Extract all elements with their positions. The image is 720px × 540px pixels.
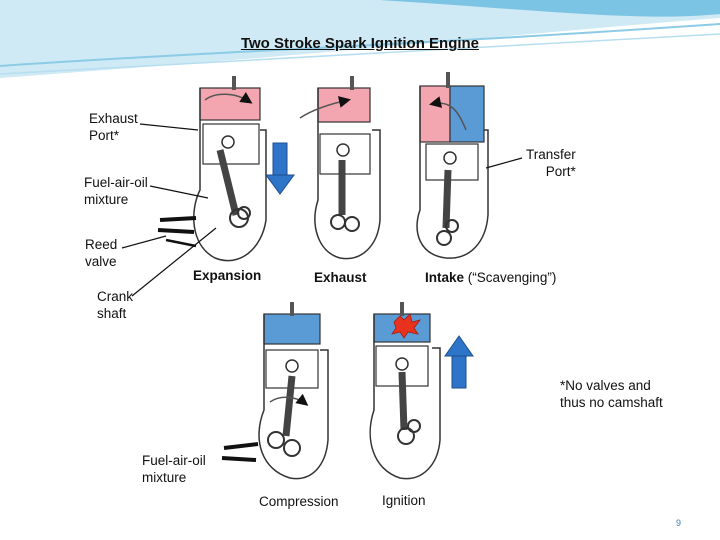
engine-compression xyxy=(259,302,328,479)
down-arrow-shaft xyxy=(273,143,287,177)
label-reed-valve-line2: valve xyxy=(85,253,117,270)
stage-ignition-label: Ignition xyxy=(382,493,426,508)
down-arrow-head xyxy=(266,175,294,194)
label-transfer-port-line2: Port* xyxy=(526,163,576,180)
label-fuel-top-line1: Fuel-air-oil xyxy=(84,174,148,191)
engine-expansion xyxy=(194,76,266,261)
label-exhaust-port: Exhaust Port* xyxy=(89,110,138,144)
stage-expansion-label: Expansion xyxy=(193,268,261,283)
label-crank-shaft-line1: Crank xyxy=(97,288,133,305)
stage-exhaust: Exhaust xyxy=(314,270,367,285)
stage-ignition: Ignition xyxy=(382,493,426,508)
intake-arrows-bottom xyxy=(222,444,258,460)
stage-intake: Intake (“Scavenging”) xyxy=(425,270,556,285)
stage-expansion: Expansion xyxy=(193,268,261,283)
leader-transfer-port xyxy=(486,158,522,168)
label-crank-shaft-line2: shaft xyxy=(97,305,133,322)
label-crank-shaft: Crank shaft xyxy=(97,288,133,322)
label-reed-valve-line1: Reed xyxy=(85,236,117,253)
footnote-line1: *No valves and xyxy=(560,377,663,394)
leader-reed-valve xyxy=(122,236,166,248)
up-arrow-shaft xyxy=(452,354,466,388)
stage-compression: Compression xyxy=(259,494,339,509)
leader-crank-shaft xyxy=(132,228,216,296)
label-transfer-port: Transfer Port* xyxy=(526,146,576,180)
stage-compression-label: Compression xyxy=(259,494,339,509)
leader-exhaust-port xyxy=(140,124,198,130)
footnote-line2: thus no camshaft xyxy=(560,394,663,411)
footnote: *No valves and thus no camshaft xyxy=(560,377,663,411)
stage-exhaust-label: Exhaust xyxy=(314,270,367,285)
label-exhaust-port-line2: Port* xyxy=(89,127,138,144)
label-fuel-bottom-line2: mixture xyxy=(142,469,206,486)
stage-intake-label: Intake xyxy=(425,270,464,285)
page-number: 9 xyxy=(676,518,681,528)
engine-exhaust xyxy=(300,76,380,259)
label-transfer-port-line1: Transfer xyxy=(526,146,576,163)
label-exhaust-port-line1: Exhaust xyxy=(89,110,138,127)
engine-intake xyxy=(417,72,488,258)
intake-arrows-top xyxy=(158,218,196,246)
engine-ignition xyxy=(370,302,440,479)
label-fuel-bottom-line1: Fuel-air-oil xyxy=(142,452,206,469)
label-fuel-mixture-top: Fuel-air-oil mixture xyxy=(84,174,148,208)
label-fuel-mixture-bottom: Fuel-air-oil mixture xyxy=(142,452,206,486)
stage-intake-note: (“Scavenging”) xyxy=(464,270,556,285)
label-reed-valve: Reed valve xyxy=(85,236,117,270)
up-arrow-head xyxy=(445,336,473,356)
label-fuel-top-line2: mixture xyxy=(84,191,148,208)
